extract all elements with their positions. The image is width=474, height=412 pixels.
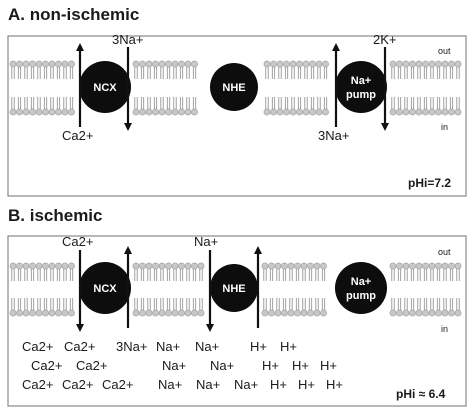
ion-label: Ca2+ <box>76 358 107 373</box>
ion-label: Na+ <box>156 339 180 354</box>
panel-a-pump-line1: Na+ <box>351 75 372 87</box>
ion-label: H+ <box>280 339 297 354</box>
panel-b-ph-label: pHi ≈ 6.4 <box>396 387 446 401</box>
panel-a-na-pump: Na+ pump <box>335 61 387 113</box>
ion-label: H+ <box>262 358 279 373</box>
panel-a-in-label: in <box>441 122 448 132</box>
ion-label: H+ <box>320 358 337 373</box>
ion-label: H+ <box>298 377 315 392</box>
panel-b-title: B. ischemic <box>8 206 103 225</box>
ion-label: Ca2+ <box>62 377 93 392</box>
ion-label: Ca2+ <box>64 339 95 354</box>
ion-label: Ca2+ <box>22 339 53 354</box>
panel-b: B. ischemic out in NCX Ca2+ NHE Na+ Na+ … <box>7 206 467 407</box>
panel-a: A. non-ischemic out in NCX 3Na+ Ca2+ NHE… <box>7 5 467 197</box>
ion-label: H+ <box>270 377 287 392</box>
ion-label: Na+ <box>162 358 186 373</box>
panel-a-ph-label: pHi=7.2 <box>408 176 451 190</box>
panel-b-nhe-transporter: NHE <box>210 264 258 312</box>
panel-b-nhe-top-ion: Na+ <box>194 234 218 249</box>
ion-label: Na+ <box>158 377 182 392</box>
panel-a-pump-bottom-ion: 3Na+ <box>318 128 349 143</box>
panel-b-cell-outline <box>7 235 467 407</box>
ion-label: H+ <box>292 358 309 373</box>
ion-label: 3Na+ <box>116 339 147 354</box>
panel-b-membrane <box>9 262 462 317</box>
panel-b-pump-line2: pump <box>346 290 376 302</box>
panel-a-membrane <box>9 60 462 116</box>
panel-b-out-label: out <box>438 247 451 257</box>
panel-a-cell-outline <box>7 35 467 197</box>
panel-b-ncx-top-ion: Ca2+ <box>62 234 93 249</box>
panel-b-na-pump: Na+ pump <box>335 262 387 314</box>
panel-a-nhe-label: NHE <box>222 82 245 94</box>
panel-a-pump-line2: pump <box>346 89 376 101</box>
ion-label: Ca2+ <box>31 358 62 373</box>
panel-b-inside-ions: Ca2+ Ca2+ 3Na+ Na+ Na+ H+ H+ Ca2+ Ca2+ N… <box>22 339 343 392</box>
ion-label: H+ <box>250 339 267 354</box>
panel-a-out-label: out <box>438 46 451 56</box>
panel-b-pump-line1: Na+ <box>351 276 372 288</box>
panel-a-ncx-transporter: NCX <box>79 61 131 113</box>
panel-a-ncx-top-ion: 3Na+ <box>112 32 143 47</box>
panel-a-title: A. non-ischemic <box>8 5 139 24</box>
ion-label: Na+ <box>195 339 219 354</box>
ion-label: Ca2+ <box>22 377 53 392</box>
panel-b-ncx-transporter: NCX <box>79 262 131 314</box>
panel-a-ncx-label: NCX <box>93 82 117 94</box>
ion-label: H+ <box>326 377 343 392</box>
ion-label: Na+ <box>210 358 234 373</box>
panel-b-ncx-label: NCX <box>93 283 117 295</box>
panel-b-nhe-label: NHE <box>222 283 245 295</box>
panel-b-in-label: in <box>441 324 448 334</box>
panel-a-nhe-transporter: NHE <box>210 63 258 111</box>
ion-label: Na+ <box>234 377 258 392</box>
panel-a-pump-top-ion: 2K+ <box>373 32 397 47</box>
panel-a-ncx-bottom-ion: Ca2+ <box>62 128 93 143</box>
ion-label: Ca2+ <box>102 377 133 392</box>
ion-label: Na+ <box>196 377 220 392</box>
